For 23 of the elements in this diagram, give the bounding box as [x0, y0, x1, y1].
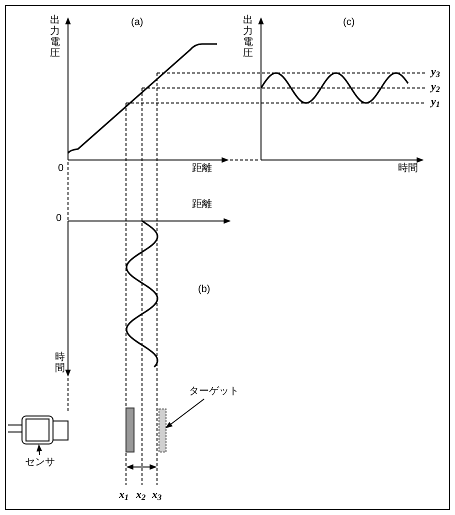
variable-label: x$_{3}$: [152, 490, 162, 501]
axis-label: (b): [198, 285, 210, 295]
axis-label: 出力電圧: [50, 15, 60, 59]
variable-label: y$_{3}$: [431, 67, 440, 78]
axis-label: 距離: [192, 200, 212, 210]
leader-line: [36, 444, 42, 456]
axis-label: 時間: [398, 164, 418, 174]
leader-line: [165, 398, 205, 428]
axis-label: (c): [343, 18, 355, 28]
axis-label: 0: [56, 214, 62, 224]
callout-label: センサ: [25, 458, 55, 468]
axis-label: 出力電圧: [243, 15, 253, 59]
sensor-drawing: [8, 416, 68, 444]
axis-label: 0: [58, 164, 64, 174]
axis-label: (a): [131, 18, 144, 28]
variable-label: y$_{2}$: [431, 82, 440, 93]
axis-label: 時間: [55, 352, 65, 374]
variable-label: x$_{2}$: [136, 490, 146, 501]
axis-label: 距離: [192, 164, 212, 174]
variable-label: y$_{1}$: [431, 97, 440, 108]
variable-label: x$_{1}$: [119, 490, 129, 501]
callout-label: ターゲット: [189, 386, 239, 396]
target-plate: [158, 408, 166, 452]
